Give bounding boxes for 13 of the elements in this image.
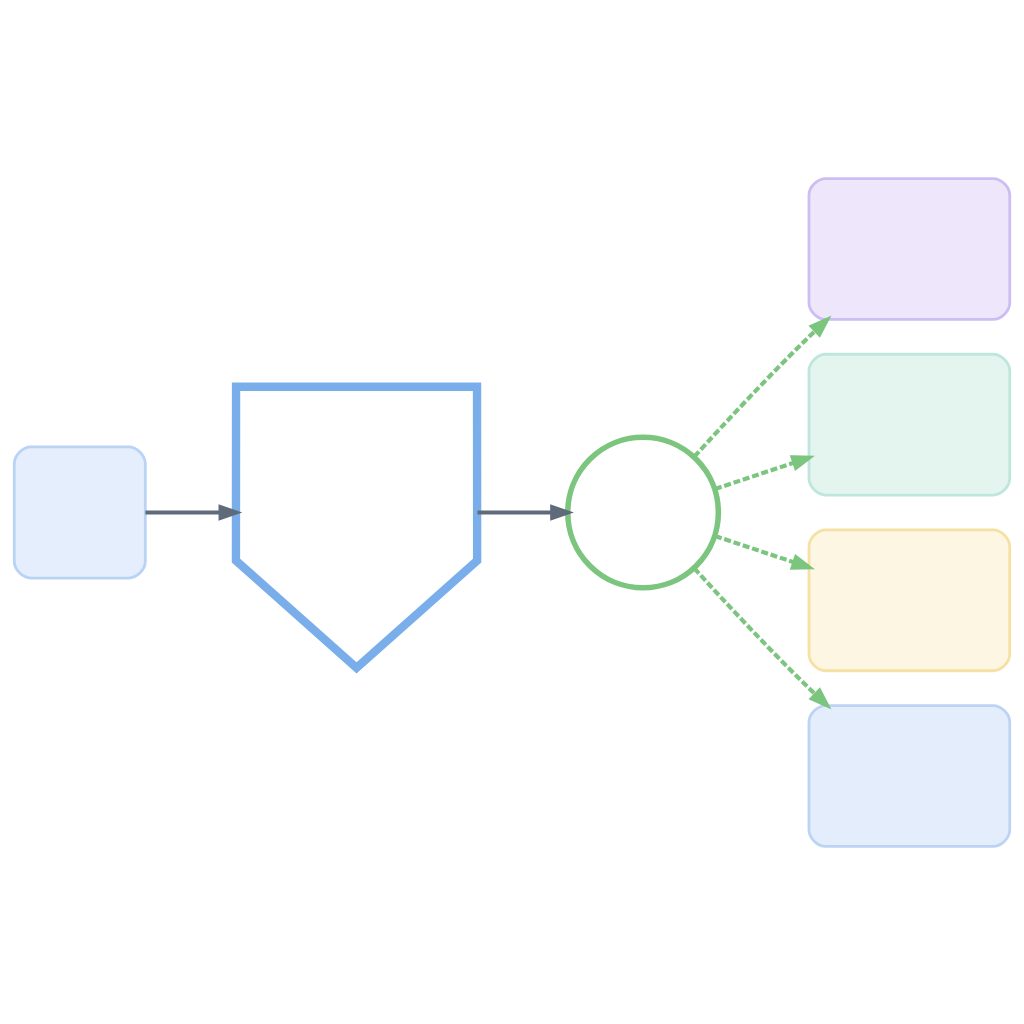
arrow: [714, 533, 815, 570]
node-circle: [565, 433, 722, 591]
node-box: [807, 703, 1012, 848]
arrow: [692, 566, 832, 710]
node-box: [807, 352, 1012, 496]
node-shield: [231, 382, 482, 674]
node-box: [807, 176, 1012, 321]
arrow: [692, 314, 832, 458]
arrow: [145, 503, 243, 521]
node-box: [12, 445, 147, 579]
arrow: [477, 503, 574, 521]
node-box: [807, 528, 1012, 672]
arrow: [714, 454, 815, 491]
